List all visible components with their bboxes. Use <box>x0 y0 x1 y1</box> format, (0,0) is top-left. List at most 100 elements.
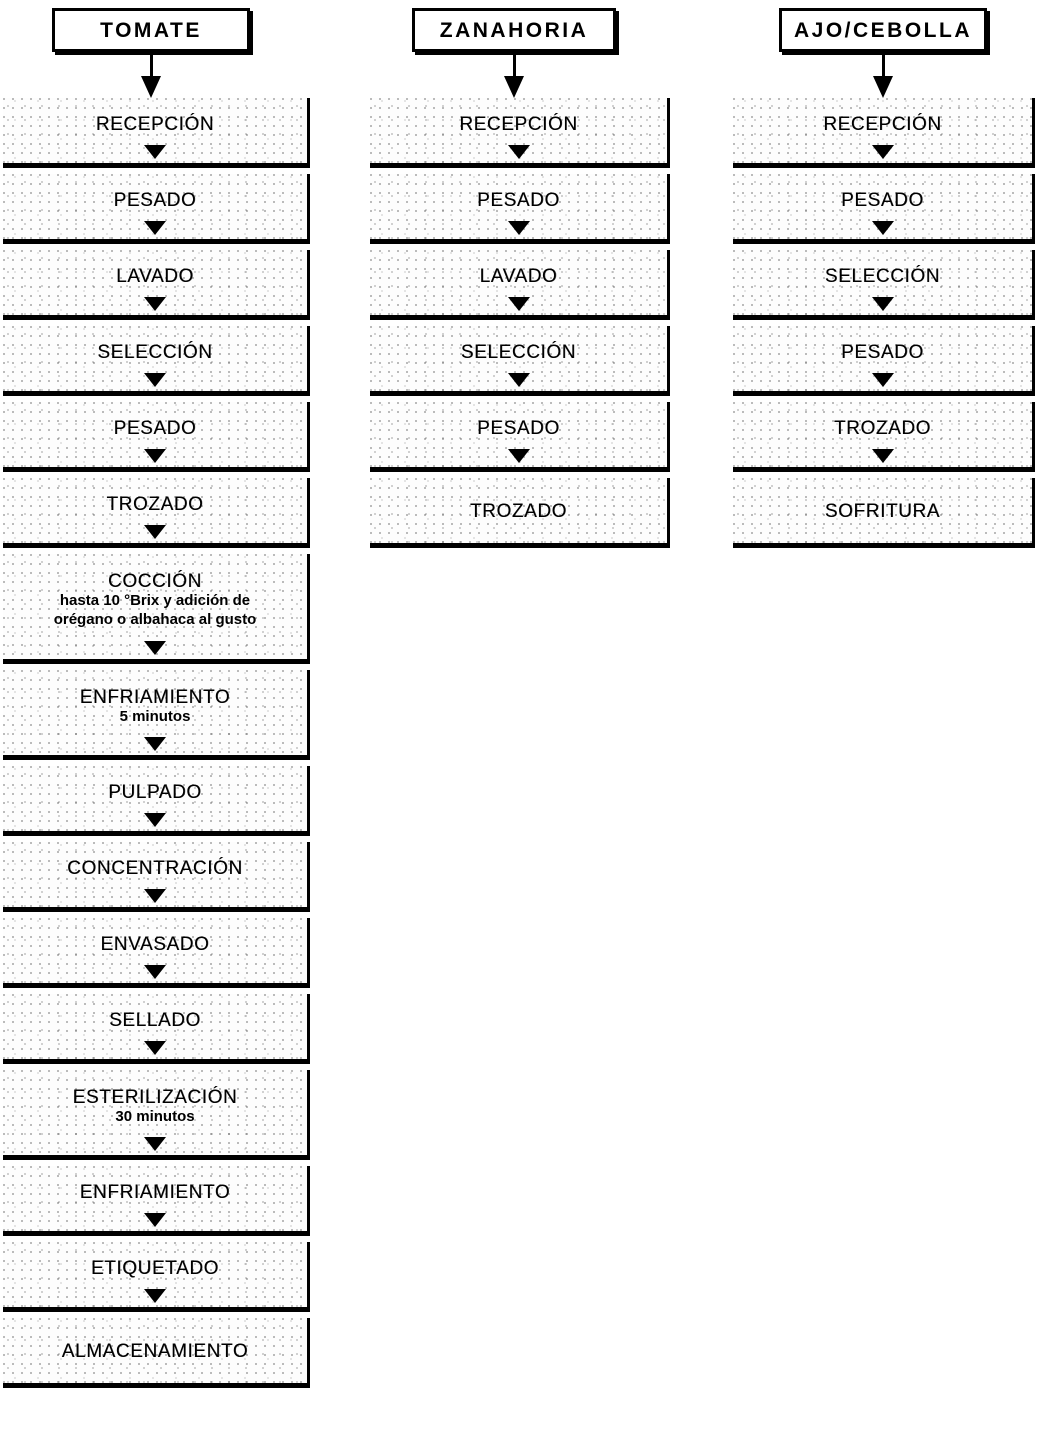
process-step-content: TROZADO <box>370 480 667 543</box>
process-step-title: PESADO <box>841 190 924 212</box>
header-connector-line <box>882 52 885 78</box>
column-header-label: TOMATE <box>100 18 202 42</box>
process-step-content: SOFRITURA <box>733 480 1032 543</box>
process-step-content: SELECCIÓN <box>733 252 1032 302</box>
column-header-1: TOMATE <box>52 8 250 52</box>
header-connector-line <box>513 52 516 78</box>
column-header-3: AJO/CEBOLLA <box>779 8 987 52</box>
process-step-box: ALMACENAMIENTO <box>3 1318 310 1388</box>
process-step-content: SELLADO <box>3 996 307 1046</box>
process-step-box: ENVASADO <box>3 918 310 988</box>
process-step-box: PESADO <box>3 402 310 472</box>
process-step-content: ENFRIAMIENTO <box>3 1168 307 1218</box>
process-step-content: PESADO <box>733 328 1032 378</box>
column-header-label: ZANAHORIA <box>439 18 589 42</box>
process-step-content: RECEPCIÓN <box>3 100 307 150</box>
process-step-box: PESADO <box>370 174 670 244</box>
process-step-box: TROZADO <box>370 478 670 548</box>
process-step-box: LAVADO <box>370 250 670 320</box>
process-step-content: LAVADO <box>370 252 667 302</box>
process-step-content: SELECCIÓN <box>3 328 307 378</box>
process-step-subtitle: hasta 10 °Brix y adición de <box>59 592 251 610</box>
process-step-box: TROZADO <box>3 478 310 548</box>
step-flow-arrow-icon <box>507 145 530 159</box>
process-step-subtitle: 5 minutos <box>119 707 191 725</box>
step-flow-arrow-icon <box>507 449 530 463</box>
process-step-content: LAVADO <box>3 252 307 302</box>
process-step-title: SOFRITURA <box>824 501 941 523</box>
step-flow-arrow-icon <box>144 449 166 463</box>
process-step-content: TROZADO <box>3 480 307 530</box>
process-step-box: ENFRIAMIENTO <box>3 1166 310 1236</box>
process-step-box: PESADO <box>733 326 1035 396</box>
step-flow-arrow-icon <box>144 525 166 539</box>
header-connector-arrow-icon <box>504 76 524 98</box>
step-flow-arrow-icon <box>871 221 894 235</box>
process-step-title: ENFRIAMIENTO <box>79 1182 231 1204</box>
step-flow-arrow-icon <box>144 1213 166 1227</box>
process-step-title: TROZADO <box>469 501 568 523</box>
step-flow-arrow-icon <box>871 373 894 387</box>
process-step-box: RECEPCIÓN <box>733 98 1035 168</box>
step-flow-arrow-icon <box>144 889 166 903</box>
process-step-content: PESADO <box>370 404 667 454</box>
step-flow-arrow-icon <box>144 965 166 979</box>
process-step-content: PESADO <box>370 176 667 226</box>
step-flow-arrow-icon <box>871 449 894 463</box>
process-step-title: ENFRIAMIENTO <box>79 686 231 708</box>
process-step-title: PESADO <box>477 190 560 212</box>
process-step-box: TROZADO <box>733 402 1035 472</box>
step-flow-arrow-icon <box>144 1041 166 1055</box>
process-step-subtitle: 30 minutos <box>115 1107 195 1125</box>
step-flow-arrow-icon <box>144 1137 166 1151</box>
process-step-title: LAVADO <box>116 266 194 288</box>
process-step-content: PESADO <box>733 176 1032 226</box>
step-flow-arrow-icon <box>144 641 166 655</box>
step-flow-arrow-icon <box>144 1289 166 1303</box>
process-step-title: COCCIÓN <box>108 571 202 593</box>
process-step-content: TROZADO <box>733 404 1032 454</box>
process-step-box: PESADO <box>733 174 1035 244</box>
process-step-title: RECEPCIÓN <box>823 114 942 136</box>
process-step-title: RECEPCIÓN <box>95 114 215 136</box>
process-step-title: LAVADO <box>479 266 558 288</box>
process-step-box: SELLADO <box>3 994 310 1064</box>
step-flow-arrow-icon <box>507 297 530 311</box>
process-step-content: PESADO <box>3 176 307 226</box>
process-step-content: ENVASADO <box>3 920 307 970</box>
header-connector-arrow-icon <box>141 76 161 98</box>
process-step-box: ETIQUETADO <box>3 1242 310 1312</box>
process-step-box: PESADO <box>370 402 670 472</box>
header-connector-arrow-icon <box>873 76 893 98</box>
column-header-label: AJO/CEBOLLA <box>793 18 972 42</box>
process-step-title: PESADO <box>841 342 924 364</box>
step-flow-arrow-icon <box>871 297 894 311</box>
process-step-content: RECEPCIÓN <box>733 100 1032 150</box>
process-step-title: ESTERILIZACIÓN <box>72 1086 238 1108</box>
process-step-box: CONCENTRACIÓN <box>3 842 310 912</box>
process-step-title: PULPADO <box>108 782 202 804</box>
process-step-title: ETIQUETADO <box>90 1258 220 1280</box>
process-step-content: ALMACENAMIENTO <box>3 1320 307 1383</box>
process-step-content: SELECCIÓN <box>370 328 667 378</box>
process-step-title: SELLADO <box>109 1010 201 1032</box>
process-step-title: PESADO <box>113 190 197 212</box>
step-flow-arrow-icon <box>144 145 166 159</box>
step-flow-arrow-icon <box>144 737 166 751</box>
process-step-content: PESADO <box>3 404 307 454</box>
step-flow-arrow-icon <box>507 221 530 235</box>
process-step-title: RECEPCIÓN <box>459 114 578 136</box>
process-step-title: PESADO <box>477 418 560 440</box>
column-header-2: ZANAHORIA <box>412 8 616 52</box>
process-step-box: PULPADO <box>3 766 310 836</box>
process-step-content: CONCENTRACIÓN <box>3 844 307 894</box>
process-step-box: RECEPCIÓN <box>3 98 310 168</box>
step-flow-arrow-icon <box>144 297 166 311</box>
header-connector-line <box>150 52 153 78</box>
